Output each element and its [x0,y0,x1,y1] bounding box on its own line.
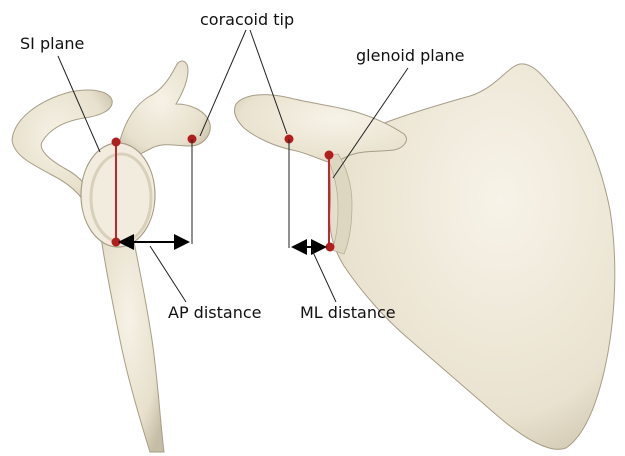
si-superior-landmark [112,138,121,147]
ml-distance-leader [312,250,336,302]
glenoid-plane-label: glenoid plane [356,48,464,64]
si-inferior-landmark [112,238,121,247]
ap-distance-label: AP distance [168,305,261,321]
anterior-view [234,64,614,449]
glenoid-inferior-landmark [326,243,335,252]
ml-distance-label: ML distance [300,305,396,321]
ap-distance-leader [150,246,186,302]
coracoid-tip-label: coracoid tip [200,12,294,28]
si-plane-label: SI plane [20,36,84,52]
glenoid-superior-landmark [325,151,334,160]
coracoid-lateral [120,61,210,160]
scapula-body-lateral [100,230,164,452]
lateral-view [12,61,210,452]
